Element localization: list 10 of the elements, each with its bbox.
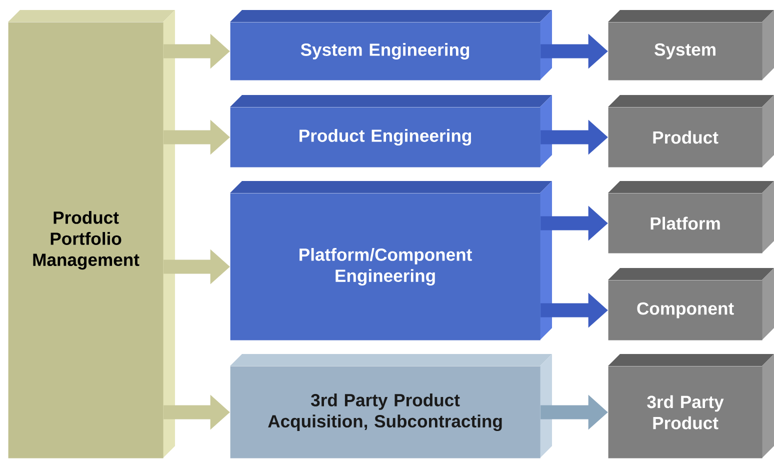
process-box: 3rd Party Product Acquisition, Subcontracting	[230, 354, 552, 458]
output-box: System	[608, 10, 774, 80]
process-box: Platform/Component Engineering	[230, 181, 552, 340]
output-box: Product	[608, 95, 774, 168]
output-box: Platform	[608, 181, 774, 254]
output-box: Component	[608, 268, 774, 340]
process-box: System Engineering	[230, 10, 552, 80]
output-box: 3rd Party Product	[608, 354, 774, 458]
process-box: Product Engineering	[230, 95, 552, 168]
management-box: Product Portfolio Management	[8, 10, 175, 458]
